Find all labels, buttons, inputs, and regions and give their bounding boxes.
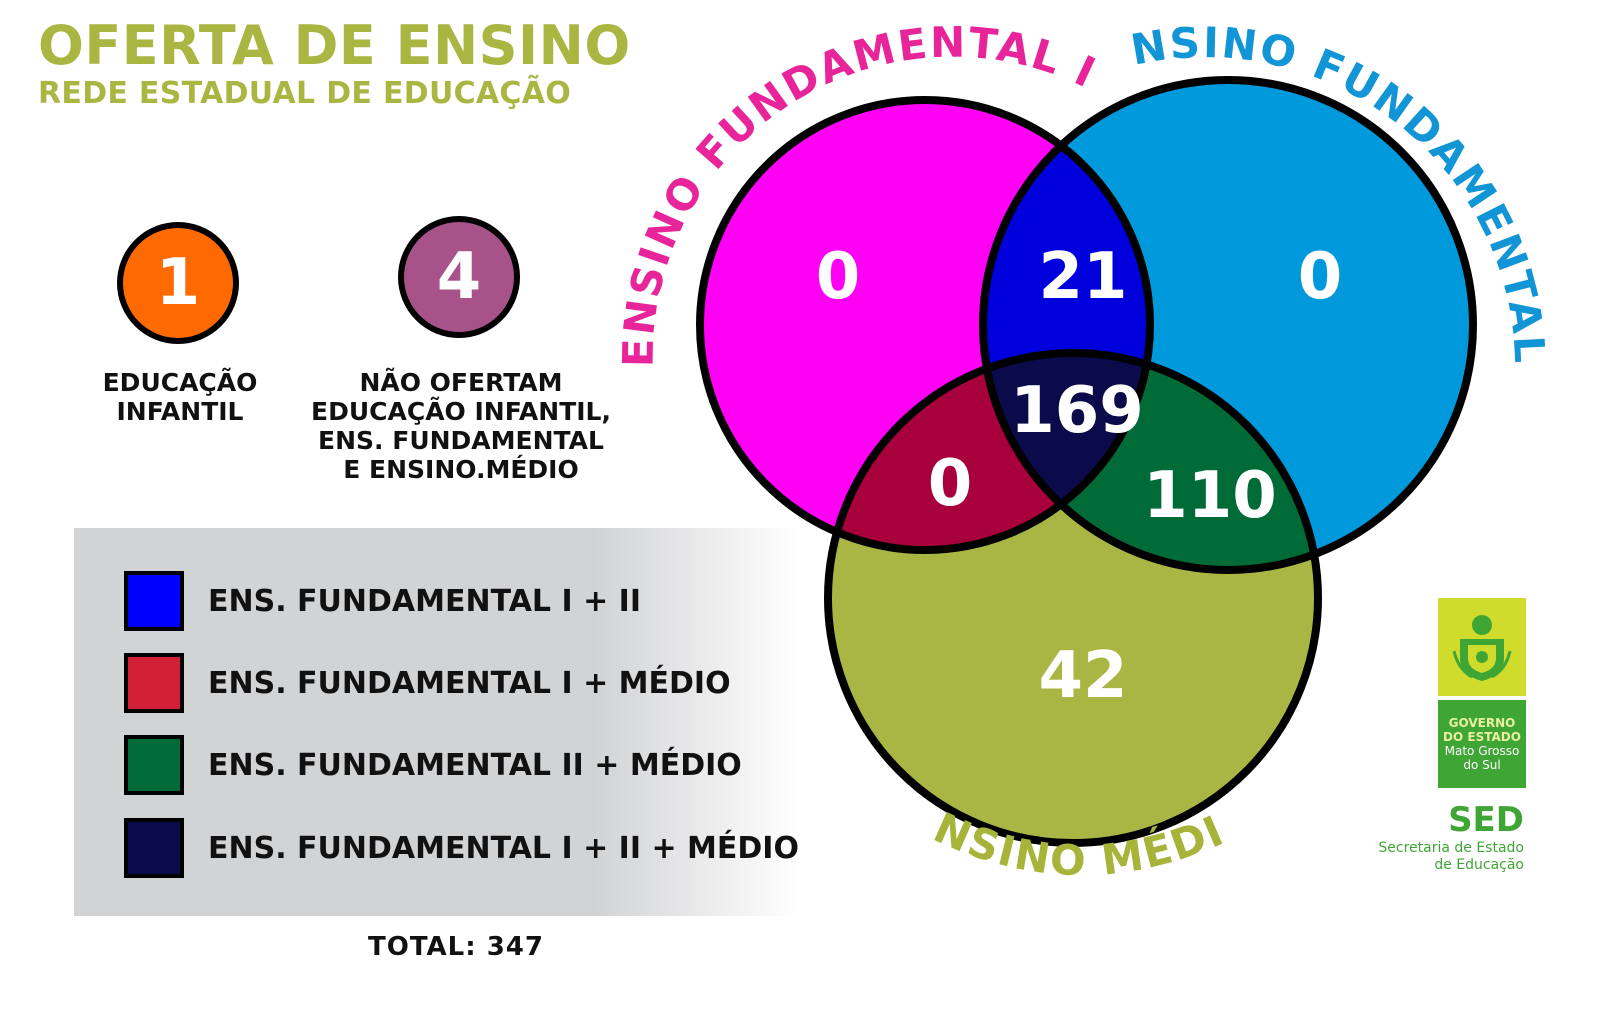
page-subtitle: REDE ESTADUAL DE EDUCAÇÃO <box>38 76 572 111</box>
venn-outline-fund1 <box>696 96 1154 554</box>
venn-value-fund2-only: 0 <box>1298 240 1343 314</box>
nao-ofertam-count: 4 <box>436 240 482 314</box>
sed-name-line: Secretaria de Estado <box>1378 840 1524 856</box>
venn-value-all-three: 169 <box>1010 374 1144 448</box>
legend-swatch <box>124 818 184 878</box>
legend-item-fund1-medio: ENS. FUNDAMENTAL I + MÉDIO <box>124 650 731 716</box>
legend-label: ENS. FUNDAMENTAL II + MÉDIO <box>208 747 742 783</box>
logo-emblem-area <box>1438 598 1526 696</box>
logo-text-area: GOVERNO DO ESTADO Mato Grosso do Sul <box>1438 700 1526 788</box>
legend-item-fund2-medio: ENS. FUNDAMENTAL II + MÉDIO <box>124 732 742 798</box>
infantil-count: 1 <box>155 246 201 320</box>
logo-line: do Sul <box>1463 758 1501 772</box>
infantil-label-line: EDUCAÇÃO <box>102 368 258 397</box>
legend-swatch <box>124 653 184 713</box>
nao-ofertam-label-line: NÃO OFERTAM <box>359 368 563 397</box>
sed-name-line: de Educação <box>1434 857 1524 873</box>
nao-ofertam-count-circle: 4 <box>398 216 520 338</box>
venn-value-fund1-only: 0 <box>816 240 861 314</box>
venn-region-fund1-medio <box>828 353 1150 550</box>
legend-swatch <box>124 571 184 631</box>
nao-ofertam-label-line: ENS. FUNDAMENTAL <box>318 426 604 455</box>
venn-value-medio-only: 42 <box>1038 639 1127 713</box>
sed-branding: SED Secretaria de Estado de Educação <box>1370 800 1524 874</box>
sed-acronym: SED <box>1448 800 1524 840</box>
venn-value-fund2-medio: 110 <box>1143 459 1277 533</box>
nao-ofertam-label: NÃO OFERTAM EDUCAÇÃO INFANTIL, ENS. FUND… <box>296 368 626 484</box>
nao-ofertam-label-line: EDUCAÇÃO INFANTIL, <box>311 397 611 426</box>
logo-line: Mato Grosso <box>1444 744 1520 758</box>
logo-line: DO ESTADO <box>1443 730 1521 744</box>
infantil-label: EDUCAÇÃO INFANTIL <box>98 368 262 426</box>
total-count: TOTAL: 347 <box>368 932 544 962</box>
infantil-label-line: INFANTIL <box>116 397 244 426</box>
state-government-logo: GOVERNO DO ESTADO Mato Grosso do Sul <box>1438 598 1526 788</box>
legend-panel: ENS. FUNDAMENTAL I + II ENS. FUNDAMENTAL… <box>74 528 799 916</box>
infantil-count-circle: 1 <box>117 222 239 344</box>
legend-item-fund1-fund2: ENS. FUNDAMENTAL I + II <box>124 568 641 634</box>
legend-label: ENS. FUNDAMENTAL I + MÉDIO <box>208 665 731 701</box>
legend-label: ENS. FUNDAMENTAL I + II + MÉDIO <box>208 830 799 866</box>
venn-outline-medio <box>824 349 1322 847</box>
venn-value-fund1-medio: 0 <box>928 447 973 521</box>
logo-line: GOVERNO <box>1448 716 1516 730</box>
page-title: OFERTA DE ENSINO <box>38 14 631 77</box>
legend-label: ENS. FUNDAMENTAL I + II <box>208 583 642 619</box>
venn-region-fund2-medio <box>983 353 1318 570</box>
venn-value-fund1-fund2: 21 <box>1038 240 1127 314</box>
legend-item-all-three: ENS. FUNDAMENTAL I + II + MÉDIO <box>124 815 799 881</box>
venn-outline-fund2 <box>979 76 1477 574</box>
legend-swatch <box>124 735 184 795</box>
nao-ofertam-label-line: E ENSINO.MÉDIO <box>343 455 579 484</box>
state-coat-of-arms-icon <box>1452 615 1512 681</box>
